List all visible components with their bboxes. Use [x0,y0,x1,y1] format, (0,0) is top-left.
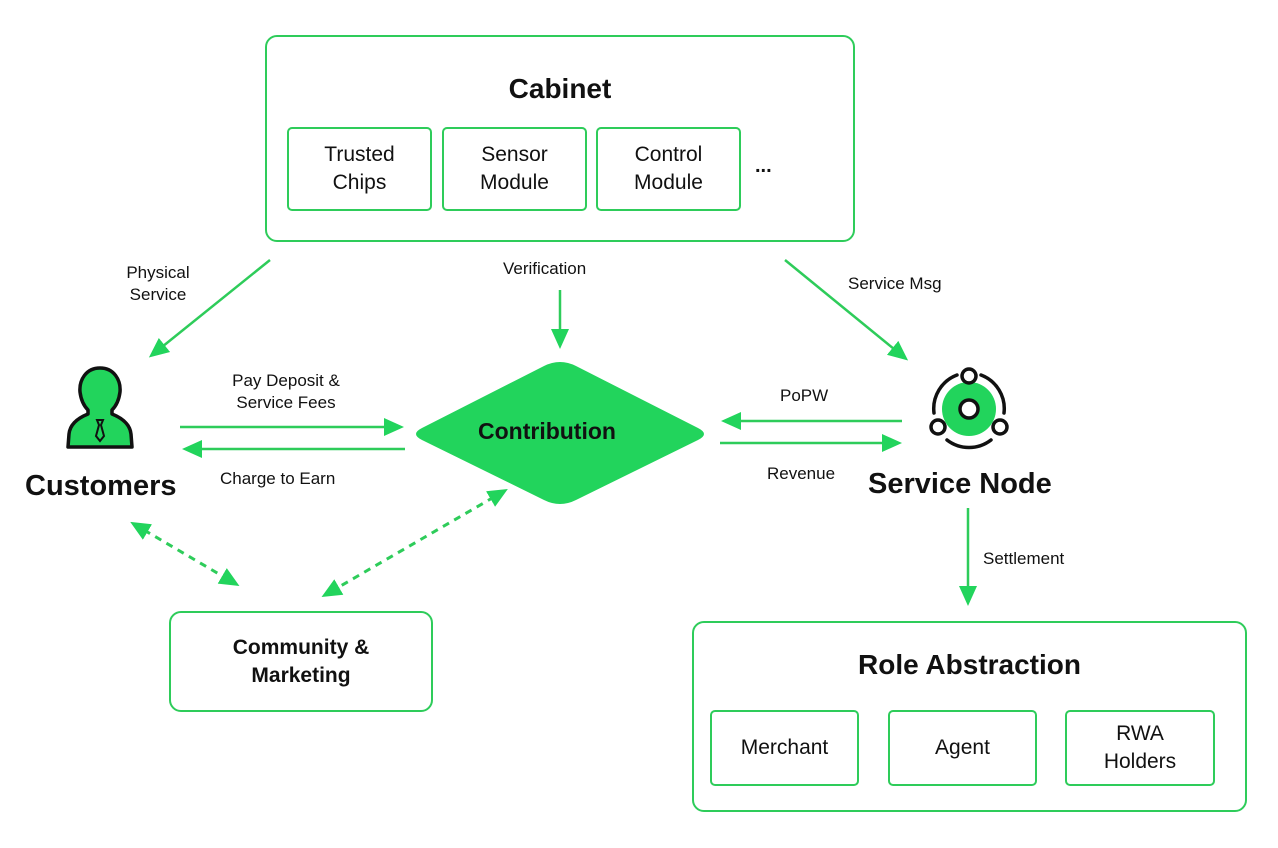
role-merchant: Merchant [710,710,859,786]
label-service-msg: Service Msg [848,274,942,293]
user-icon [66,366,134,449]
label-line2: Service Fees [236,393,336,412]
role-label-line1: RWA [1116,722,1164,745]
arrow-service-msg [784,259,909,361]
label-physical-service: Physical Service [108,262,208,306]
label-pay-deposit: Pay Deposit & Service Fees [212,370,360,414]
customers-label: Customers [25,470,177,502]
label-line1: Physical [126,263,190,282]
module-label-line1: Trusted [324,143,395,166]
community-label-line1: Community & [232,635,370,659]
label-settlement: Settlement [983,549,1065,568]
community-marketing-box: Community & Marketing [169,611,433,712]
contribution-diamond [416,362,704,504]
role-rwa-holders: RWA Holders [1065,710,1215,786]
cabinet-title: Cabinet [508,73,612,104]
label-line2: Service [129,285,187,304]
module-label-line2: Module [480,171,549,194]
contribution-label: Contribution [478,418,616,444]
label-line1: Pay Deposit & [232,371,340,390]
module-label-line1: Sensor [481,143,548,166]
module-label-line2: Module [634,171,703,194]
role-agent: Agent [888,710,1037,786]
label-charge-to-earn: Charge to Earn [220,469,336,488]
module-label-line1: Control [634,143,703,166]
more-modules-ellipsis: ... [755,155,772,177]
role-abstraction-box: Role Abstraction Merchant Agent RWA Holde… [692,621,1247,812]
network-node-icon [929,367,1009,450]
community-label-line2: Marketing [251,663,351,687]
role-abstraction-title: Role Abstraction [858,649,1081,680]
arrow-contribution-community [321,488,508,598]
module-label-line2: Chips [332,171,387,194]
role-label: Agent [935,736,990,759]
service-node-label: Service Node [868,468,1052,500]
role-label-line2: Holders [1103,750,1177,773]
label-revenue: Revenue [767,464,836,483]
arrow-physical-service [148,259,271,358]
label-verification: Verification [503,259,587,278]
arrow-customers-community [130,521,240,587]
label-popw: PoPW [780,386,829,405]
role-label: Merchant [740,736,829,759]
